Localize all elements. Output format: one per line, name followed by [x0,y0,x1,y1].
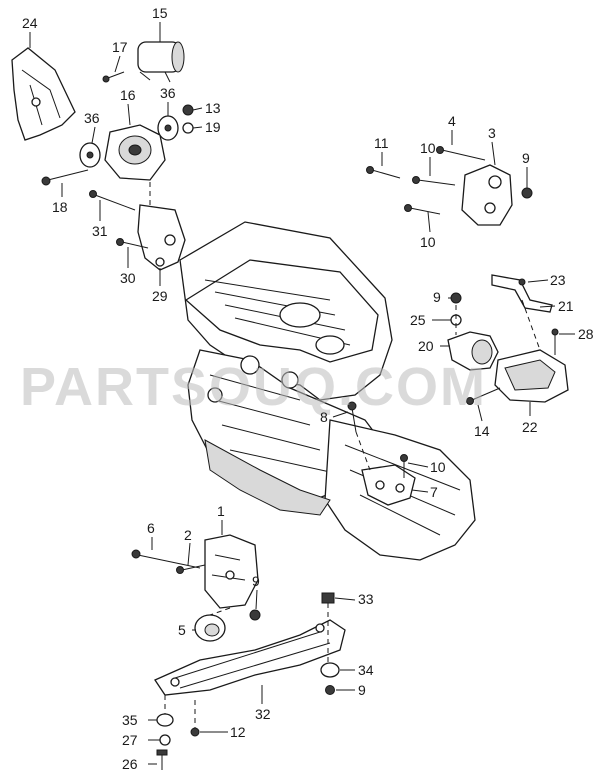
part-26-bolt [156,749,168,770]
part-11-bolt [366,166,401,179]
part-13-nut [182,104,194,116]
callout-19: 19 [205,119,221,135]
part-17-bolt [102,71,125,83]
callout-29: 29 [152,288,168,304]
callout-15: 15 [152,5,168,21]
part-10-bolt-upper [412,176,456,186]
callout-36-right: 36 [160,85,176,101]
part-21-bracket [491,274,553,313]
callout-4: 4 [448,113,456,129]
part-12-nut [190,727,200,737]
callout-12: 12 [230,724,246,740]
callout-5: 5 [178,622,186,638]
part-10-bolt-right [400,454,408,478]
callout-9-lower: 9 [252,573,260,589]
callout-10-lower: 10 [420,234,436,250]
callout-16: 16 [120,87,136,103]
callout-21: 21 [558,298,574,314]
callout-9-bottom: 9 [358,682,366,698]
callout-9-upper: 9 [522,150,530,166]
callout-11: 11 [374,135,389,151]
callout-20: 20 [418,338,434,354]
part-15-actuator [137,41,185,83]
part-19-washer [182,122,194,134]
callout-14: 14 [474,423,490,439]
part-14-bolt [466,387,501,405]
callout-36-left: 36 [84,110,100,126]
callout-30: 30 [120,270,136,286]
part-23-bolt [518,278,526,286]
callout-10-upper: 10 [420,140,436,156]
part-33-nut [321,592,335,604]
part-9-nut-mid [450,292,462,304]
leader-lines [29,22,575,765]
part-35-insulator [156,713,174,727]
callout-2: 2 [184,527,192,543]
part-36-insulator-right [157,115,179,141]
part-1-bracket [204,534,259,609]
callout-7: 7 [430,484,438,500]
callout-6: 6 [147,520,155,536]
part-4-bolt [436,146,486,161]
callout-1: 1 [217,503,225,519]
part-2-bolt [176,564,206,574]
part-16-mount [104,124,166,181]
callout-33: 33 [358,591,374,607]
part-10-bolt-lower [404,204,441,215]
part-18-bolt [41,169,89,186]
callout-35: 35 [122,712,138,728]
part-32-crossmember [154,619,346,696]
callout-31: 31 [92,223,108,239]
part-7-bracket [361,464,416,506]
callout-13: 13 [205,100,221,116]
part-9-nut-bottom [325,685,335,695]
callout-8: 8 [320,409,328,425]
part-5-insulator [194,614,226,642]
callout-labels: 24 15 17 16 36 36 13 19 18 31 30 29 11 4… [22,5,594,772]
callout-18: 18 [52,199,68,215]
callout-25: 25 [410,312,426,328]
part-3-bracket [461,164,513,226]
callout-28: 28 [578,326,594,342]
part-24-bracket [11,47,76,141]
part-20-insulator [447,331,499,371]
part-6-bolt [131,549,201,569]
part-31-bolt [89,190,136,211]
callout-26: 26 [122,756,138,772]
part-28-bolt [551,328,559,355]
part-22-mount [494,349,569,403]
callout-24: 24 [22,15,38,31]
callout-27: 27 [122,732,138,748]
callout-3: 3 [488,125,496,141]
part-9-nut-lower [249,609,261,621]
part-30-bolt [116,238,149,249]
part-29-bracket [137,204,186,271]
part-8-bolt [347,401,357,433]
callout-32: 32 [255,706,271,722]
callout-10-right: 10 [430,459,446,475]
part-9-nut-upper [521,187,533,199]
callout-9-mid: 9 [433,289,441,305]
part-36-insulator-left [79,142,101,168]
callout-23: 23 [550,272,566,288]
part-34-insulator [320,662,340,678]
watermark: PARTSOUQ.COM [20,357,487,417]
callout-17: 17 [112,39,128,55]
part-27-washer [159,734,171,746]
callout-34: 34 [358,662,374,678]
callout-22: 22 [522,419,538,435]
